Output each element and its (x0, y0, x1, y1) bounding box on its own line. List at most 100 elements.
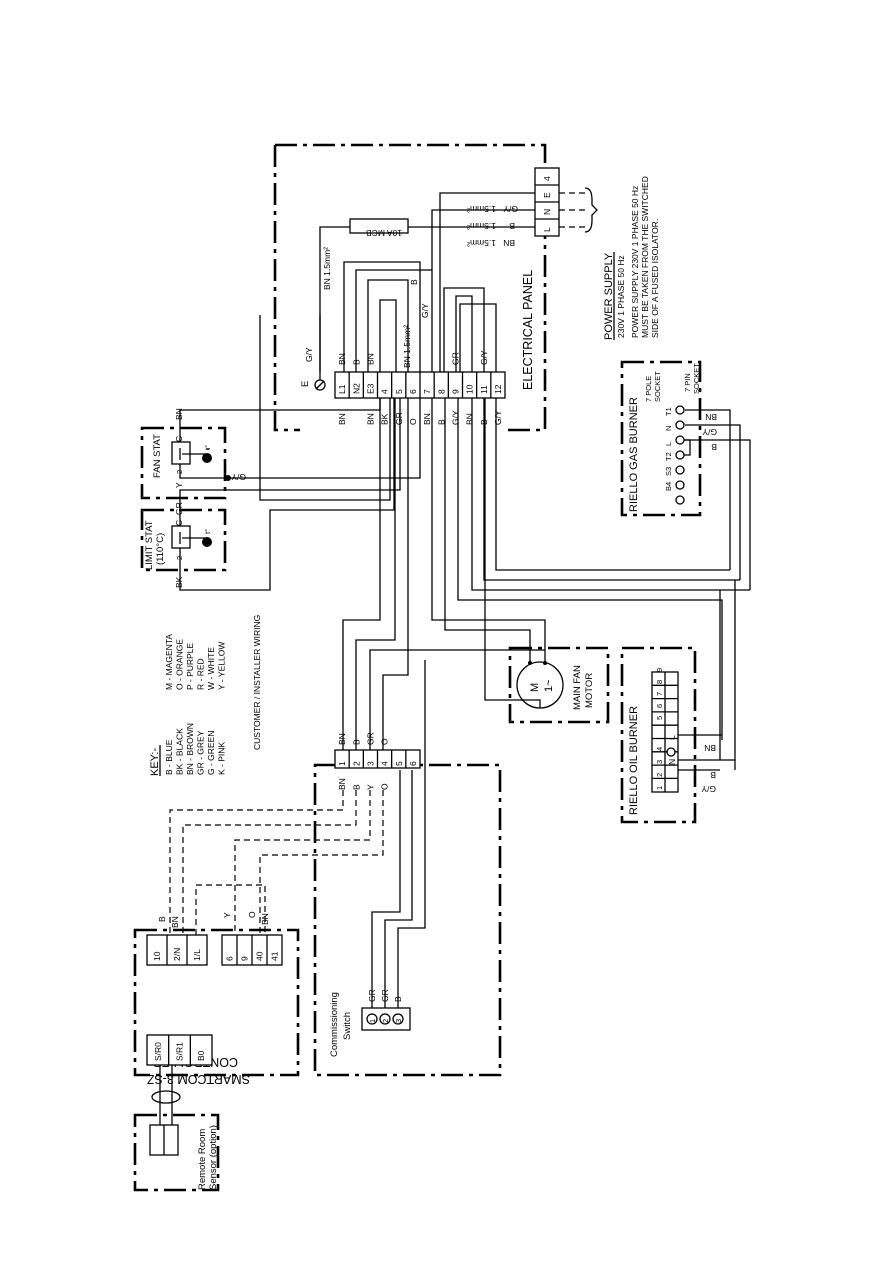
key-entry-12: Y - YELLOW (217, 642, 227, 690)
controller-terminal-b-1: 6 (225, 956, 235, 961)
panel-terminal-6: 6 (408, 389, 418, 394)
commissioning-title2: Switch (342, 1012, 353, 1040)
panel-bottom-color-12: G/Y (493, 410, 503, 425)
earth-label: E (300, 381, 311, 387)
oil-top-7: 7 (655, 692, 664, 696)
supply-term-L: L (542, 227, 552, 232)
gas-pin-S3: S3 (664, 467, 673, 476)
panel-bottom-color-9: G/Y (450, 410, 460, 425)
panel-top-color-3: BN (365, 353, 375, 365)
panel-bottom-color-6: O (408, 418, 418, 425)
oil-top-8: 8 (655, 680, 664, 684)
junction-bottom-color-4: O (380, 783, 390, 790)
ctrl-bn: BN (170, 916, 180, 928)
key-entry-6: K - PINK (217, 742, 227, 775)
controller-terminal-a-2: 2/N (172, 948, 182, 961)
panel-bottom-color-7: BN (422, 413, 432, 425)
oil-b: B (710, 770, 716, 780)
earth-terminal: E G/Y (300, 315, 326, 391)
panel-b-label: B (409, 279, 419, 285)
junction-top-color-1: BN (337, 733, 347, 745)
fan-stat-gy: G/Y (231, 472, 246, 482)
panel-bottom-color-4: BK (380, 413, 390, 425)
oil-top-9: 9 (655, 668, 664, 672)
limit-stat-t: t° (203, 529, 212, 534)
gas-burner-pole: 7 POLE (644, 376, 653, 402)
gas-burner-pin: 7 PIN (683, 373, 692, 392)
oil-mid-1: 1 (655, 786, 664, 790)
oil-bn: BN (704, 743, 716, 753)
gas-gy: G/Y (702, 427, 717, 437)
panel-terminal-9: 9 (450, 389, 460, 394)
junction-bottom-color-2: B (351, 784, 361, 790)
oil-mid-3: 3 (655, 760, 664, 764)
power-supply-note1: POWER SUPPLY 230V 1 PHASE 50 Hz (630, 186, 640, 338)
panel-terminal-2: N2 (351, 383, 361, 394)
gas-burner-title: RIELLO GAS BURNER (628, 397, 640, 512)
fan-stat-bn: BN (174, 408, 184, 420)
gas-burner-pin-socket: SOCKET (692, 363, 701, 394)
panel-terminal-12: 12 (493, 384, 503, 394)
main-fan-motor: M 1~ MAIN FAN MOTOR (431, 398, 610, 724)
oil-mid-4: 4 (655, 747, 664, 751)
fan-stat-c: C (174, 436, 184, 442)
commissioning-pin-2: 2 (381, 1019, 390, 1023)
junction-terminal-3: 3 (365, 761, 375, 766)
gas-burner-socket: SOCKET (653, 371, 662, 402)
controller-terminal-c-1: S/R0 (153, 1042, 163, 1061)
oil-top-6: 6 (655, 704, 664, 708)
cable-bn-15-2: BN 1.5mm² (402, 325, 412, 368)
junction-terminal-6: 6 (408, 761, 418, 766)
panel-terminal-4: 4 (380, 389, 390, 394)
panel-terminal-7: 7 (422, 389, 432, 394)
panel-bottom-color-8: B (436, 419, 446, 425)
motor-title2: MOTOR (584, 673, 595, 708)
power-supply-title: POWER SUPPLY (603, 252, 615, 340)
limit-stat-c: C (174, 520, 184, 526)
panel-terminal-1: L1 (337, 384, 347, 394)
supply-gy-size: 1.5mm² (467, 204, 496, 214)
panel-bottom-color-3: BN (365, 413, 375, 425)
oil-l: L (667, 735, 677, 740)
junction-terminal-4: 4 (380, 761, 390, 766)
key-entry-5: G - GREEN (206, 731, 216, 775)
controller-title1: SMARTCOM 3-SZ (146, 1072, 250, 1086)
key-entry-4: GR - GREY (196, 730, 206, 775)
key-entry-3: BN - BROWN (185, 723, 195, 775)
limit-stat: LIMIT STAT (110°C) t° C GR BK 2 (140, 398, 401, 591)
panel-bottom-color-5: GR (394, 412, 404, 425)
junction-bottom-color-1: BN (337, 778, 347, 790)
key-entry-8: O - ORANGE (175, 639, 185, 690)
panel-top-color-1: BN (337, 353, 347, 365)
mcb: 10A MCB (349, 218, 409, 238)
supply-bn: BN (503, 238, 515, 248)
gas-pin-T2: T2 (664, 452, 673, 461)
comm-gr1: GR (367, 989, 377, 1002)
cable-bn-15: BN 1.5mm² (322, 247, 332, 290)
controller-terminal-c-2: S/R1 (175, 1042, 185, 1061)
riello-gas-burner: RIELLO GAS BURNER 7 POLE SOCKET 7 PIN SO… (620, 360, 751, 590)
motor-m: M (529, 683, 541, 692)
junction-bottom-color-3: Y (365, 784, 375, 790)
commissioning-title1: Commissioning (329, 992, 340, 1057)
key-customer: CUSTOMER / INSTALLER WIRING (252, 615, 262, 750)
oil-mid-2: 2 (655, 773, 664, 777)
oil-burner-title: RIELLO OIL BURNER (628, 706, 640, 815)
panel-terminal-8: 8 (436, 389, 446, 394)
panel-gy-label: G/Y (420, 303, 430, 318)
remote-title1: Remote Room (197, 1129, 208, 1190)
junction-terminal-2: 2 (351, 761, 361, 766)
ctrl-b: B (157, 916, 167, 922)
controller-terminal-a-1: 10 (152, 951, 162, 961)
supply-b: B (509, 221, 515, 231)
key-entry-7: M - MAGENTA (164, 634, 174, 690)
junction-top-color-4: O (380, 738, 390, 745)
oil-n: N (667, 759, 677, 765)
controller-terminal-b-3: 40 (255, 951, 265, 961)
smartcom-controller: SMARTCOM 3-SZ CONTROLLER 102/N1/L 694041… (133, 790, 384, 1086)
power-supply-line1: 230V 1 PHASE 50 Hz (616, 255, 626, 338)
supply-term-E: E (542, 192, 552, 198)
